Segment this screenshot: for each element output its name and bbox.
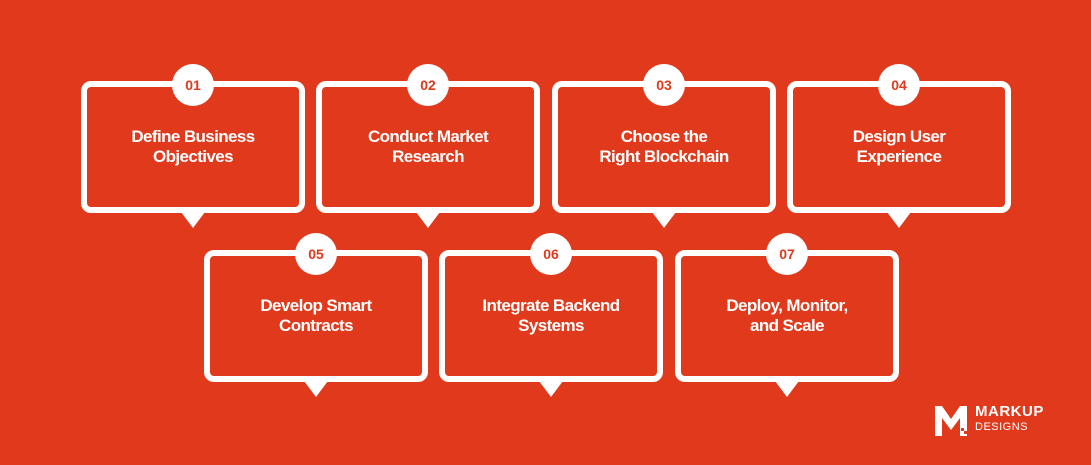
step-number: 05: [295, 233, 337, 275]
step-number: 04: [878, 64, 920, 106]
step-02: 02 Conduct Market Research: [316, 64, 540, 228]
step-label: Conduct Market Research: [367, 127, 489, 166]
brand-logo: MARKUP DESIGNS: [933, 400, 1073, 440]
speech-tail-icon: [887, 212, 911, 228]
step-number: 01: [172, 64, 214, 106]
step-number: 03: [643, 64, 685, 106]
speech-tail-icon: [304, 381, 328, 397]
speech-tail-icon: [416, 212, 440, 228]
step-number: 06: [530, 233, 572, 275]
step-label: Design User Experience: [852, 127, 946, 166]
step-label: Develop Smart Contracts: [260, 296, 372, 335]
step-label: Define Business Objectives: [131, 127, 255, 166]
brand-name: MARKUP: [975, 403, 1044, 420]
speech-tail-icon: [775, 381, 799, 397]
step-07: 07 Deploy, Monitor, and Scale: [675, 233, 899, 397]
step-03: 03 Choose the Right Blockchain: [552, 64, 776, 228]
step-number: 02: [407, 64, 449, 106]
step-04: 04 Design User Experience: [787, 64, 1011, 228]
step-05: 05 Develop Smart Contracts: [204, 233, 428, 397]
brand-subtitle: DESIGNS: [975, 421, 1029, 433]
step-06: 06 Integrate Backend Systems: [439, 233, 663, 397]
step-label: Deploy, Monitor, and Scale: [726, 296, 848, 335]
step-number: 07: [766, 233, 808, 275]
step-label: Integrate Backend Systems: [482, 296, 620, 335]
m-logo-icon: [935, 406, 967, 436]
speech-tail-icon: [539, 381, 563, 397]
speech-tail-icon: [652, 212, 676, 228]
speech-tail-icon: [181, 212, 205, 228]
step-01: 01 Define Business Objectives: [81, 64, 305, 228]
step-label: Choose the Right Blockchain: [599, 127, 729, 166]
